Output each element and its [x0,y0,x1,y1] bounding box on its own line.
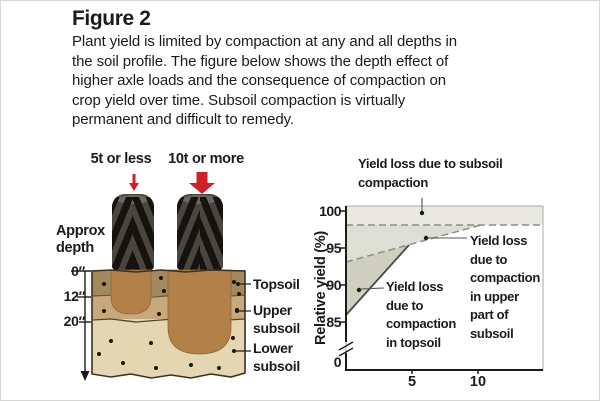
compaction-zone-light-load [110,269,152,315]
diagram-annotation-lines [71,270,251,381]
yield-chart-plot [338,198,544,374]
light-axle-load-label: 5t or less [90,151,152,167]
figure-title: Figure 2 [72,7,151,30]
soil-texture-dots [97,276,241,370]
y-tick-100: 100 [319,203,341,219]
y-tick-85: 85 [326,314,341,330]
figure-caption: Plant yield is limited by compaction at … [72,33,457,128]
layer-label-lower-subsoil: Lower subsoil [253,340,300,374]
depth-axis-title: Approx depth [56,223,105,256]
annotation-topsoil-compaction: Yield loss due to compaction in topsoil [386,279,456,350]
relative-yield-chart: Relative yield (%) 100 95 90 85 0 5 10 Y… [301,141,599,400]
y-tick-0: 0 [333,354,342,370]
annotation-upper-subsoil-compaction: Yield loss due to compaction in upper pa… [470,233,540,341]
heavy-load-arrow-icon [189,172,215,194]
soil-compaction-diagram: 5t or less 10t or more Approx depth 0″ 1… [1,141,301,400]
compaction-zone-heavy-load [167,269,232,355]
tire-heavy-load-icon [177,194,223,270]
light-load-arrow-icon [127,174,141,191]
y-tick-95: 95 [326,240,341,256]
layer-label-upper-subsoil: Upper subsoil [253,302,300,336]
tire-light-load-icon [112,194,154,270]
annotation-subsoil-compaction: Yield loss due to subsoil compaction [358,156,503,190]
x-tick-5: 5 [407,374,417,390]
soil-profile-graphic [91,269,246,379]
depth-tick-20in: 20″ [63,313,86,329]
depth-arrow-icon [80,371,90,381]
depth-tick-12in: 12″ [63,288,86,304]
layer-label-topsoil: Topsoil [253,276,300,292]
y-tick-90: 90 [326,277,341,293]
heavy-axle-load-label: 10t or more [168,151,244,167]
x-tick-10: 10 [469,374,487,390]
